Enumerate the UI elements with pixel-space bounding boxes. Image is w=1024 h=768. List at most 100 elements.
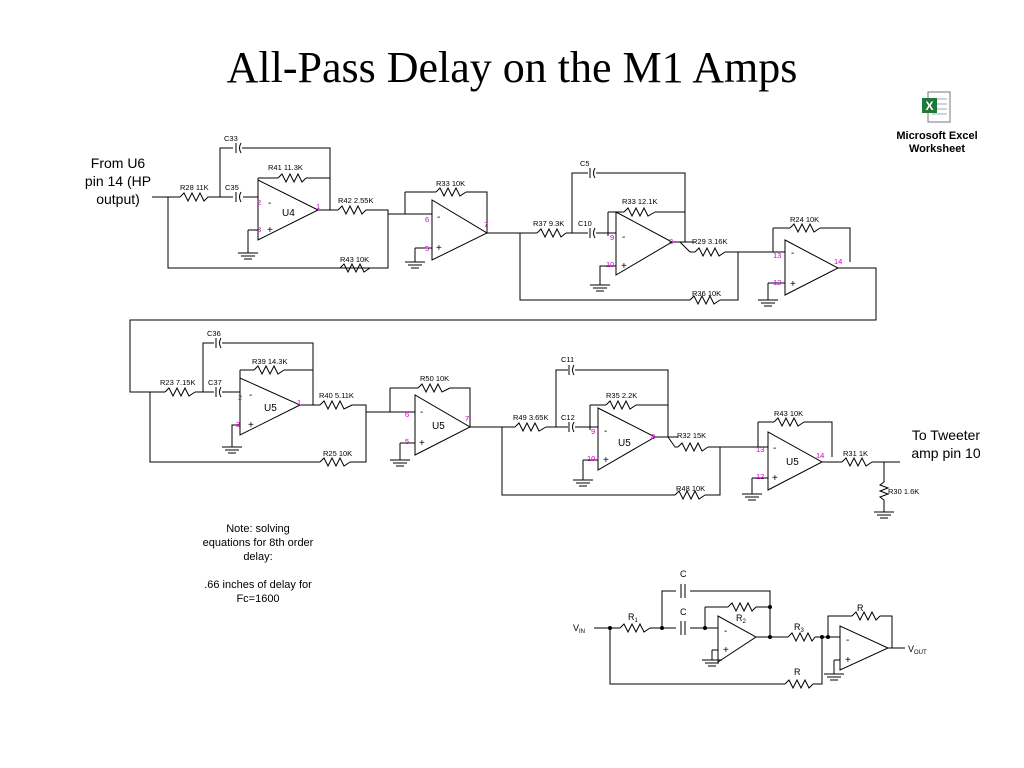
svg-text:X: X [925, 99, 933, 113]
pin-2: 2 [257, 198, 261, 207]
label-r43-b: R43 10K [774, 409, 803, 418]
output-label: To Tweeter amp pin 10 [911, 427, 981, 461]
ground-symbols-row2 [222, 446, 894, 519]
pin-9: 9 [610, 233, 614, 242]
plus-sign: + [621, 261, 627, 272]
plus-sign: + [790, 279, 796, 290]
plus-sign: + [419, 438, 425, 449]
label-r40: R40 5.11K [319, 391, 354, 400]
generic-allpass-wires [594, 584, 905, 690]
minus-sign: - [791, 248, 794, 259]
pin-10: 10 [606, 260, 614, 269]
unit-label-u4: U4 [282, 208, 295, 219]
row2-labels: C36 R39 14.3K R23 7.15K C37 R40 5.11K R2… [160, 329, 919, 496]
generic-label-r: R [794, 667, 801, 677]
minus-sign: - [268, 198, 271, 209]
label-r28: R28 11K [180, 183, 209, 192]
plus-sign: + [845, 655, 851, 666]
label-r39: R39 14.3K [252, 357, 287, 366]
design-note: Note: solving equations for 8th order de… [202, 523, 314, 605]
plus-sign: + [723, 645, 729, 656]
plus-sign: + [267, 225, 273, 236]
label-r23: R23 7.15K [160, 378, 195, 387]
capacitors-row1 [235, 142, 596, 239]
pin-13: 13 [773, 251, 781, 260]
pin-12: 12 [773, 278, 781, 287]
label-r49: R49 3.65K [513, 413, 548, 422]
pin-8: 8 [651, 432, 655, 441]
label-c35: C35 [225, 183, 239, 192]
plus-sign: + [603, 455, 609, 466]
label-c10: C10 [578, 219, 592, 228]
generic-allpass-dots [608, 605, 830, 639]
label-r43: R43 10K [340, 255, 369, 264]
unit-label-u5: U5 [432, 421, 445, 432]
row1-wires [129, 147, 877, 393]
label-c37: C37 [208, 378, 222, 387]
minus-sign: - [724, 626, 727, 637]
pin-5: 5 [405, 437, 409, 446]
pin-5: 5 [425, 244, 429, 253]
pin-9: 9 [591, 427, 595, 436]
pin-7: 7 [484, 220, 488, 229]
label-r33-b: R33 12.1K [622, 197, 657, 206]
excel-object[interactable]: X Microsoft Excel Worksheet [882, 90, 992, 156]
generic-label-r: R [857, 603, 864, 613]
unit-label-u5: U5 [786, 457, 799, 468]
label-r35: R35 2.2K [606, 391, 637, 400]
plus-sign: + [248, 420, 254, 431]
generic-label-vin: VIN [573, 623, 585, 635]
label-r29: R29 3.16K [692, 237, 727, 246]
pin-7: 7 [465, 414, 469, 423]
plus-sign: + [772, 473, 778, 484]
label-r32: R32 15K [677, 431, 706, 440]
pin-3: 3 [236, 420, 240, 429]
plus-sign: + [436, 243, 442, 254]
pin-1: 1 [297, 398, 301, 407]
ground-symbols-row1 [238, 252, 778, 307]
label-c11: C11 [561, 355, 574, 364]
label-r33-a: R33 10K [436, 179, 465, 188]
minus-sign: - [437, 212, 440, 223]
label-r48: R48 10K [676, 484, 705, 493]
generic-label-vout: VOUT [908, 644, 927, 656]
input-label: From U6 pin 14 (HP output) [84, 155, 152, 207]
generic-label-c: C [680, 607, 687, 617]
label-c36: C36 [207, 329, 221, 338]
pin-8: 8 [669, 237, 673, 246]
minus-sign: - [420, 407, 423, 418]
unit-label-u5: U5 [618, 438, 631, 449]
row1-labels: C33 R41 11.3K R28 11K C35 R42 2.55K R43 … [180, 134, 842, 298]
minus-sign: - [773, 443, 776, 454]
generic-allpass-labels: C C R R VIN R1 R2 R3 VOUT - + - + [573, 569, 927, 677]
pin-3: 3 [257, 225, 261, 234]
opamps-row1 [257, 179, 840, 296]
capacitors-row2 [215, 337, 575, 433]
label-r36: R36 10K [692, 289, 721, 298]
label-r41: R41 11.3K [268, 163, 303, 172]
minus-sign: - [604, 426, 607, 437]
pin-14: 14 [834, 257, 842, 266]
pin-2: 2 [238, 393, 242, 402]
generic-label-r3: R3 [794, 622, 805, 634]
opamps-row2 [239, 377, 824, 491]
excel-worksheet-icon[interactable]: X [920, 90, 954, 126]
label-c5: C5 [580, 159, 590, 168]
row2-wires [149, 342, 900, 512]
resistors-row1 [179, 172, 821, 306]
pin-14: 14 [816, 451, 824, 460]
pin-13: 13 [756, 445, 764, 454]
pin-10: 10 [587, 454, 595, 463]
excel-object-label: Microsoft Excel Worksheet [896, 130, 978, 155]
pin-6: 6 [405, 410, 409, 419]
minus-sign: - [622, 232, 625, 243]
generic-label-c: C [680, 569, 687, 579]
resistors-row2 [164, 364, 890, 501]
label-r50: R50 10K [420, 374, 449, 383]
label-r42: R42 2.55K [338, 196, 373, 205]
label-r30: R30 1.6K [888, 487, 919, 496]
label-c12: C12 [561, 413, 575, 422]
pin-6: 6 [425, 215, 429, 224]
label-r24: R24 10K [790, 215, 819, 224]
